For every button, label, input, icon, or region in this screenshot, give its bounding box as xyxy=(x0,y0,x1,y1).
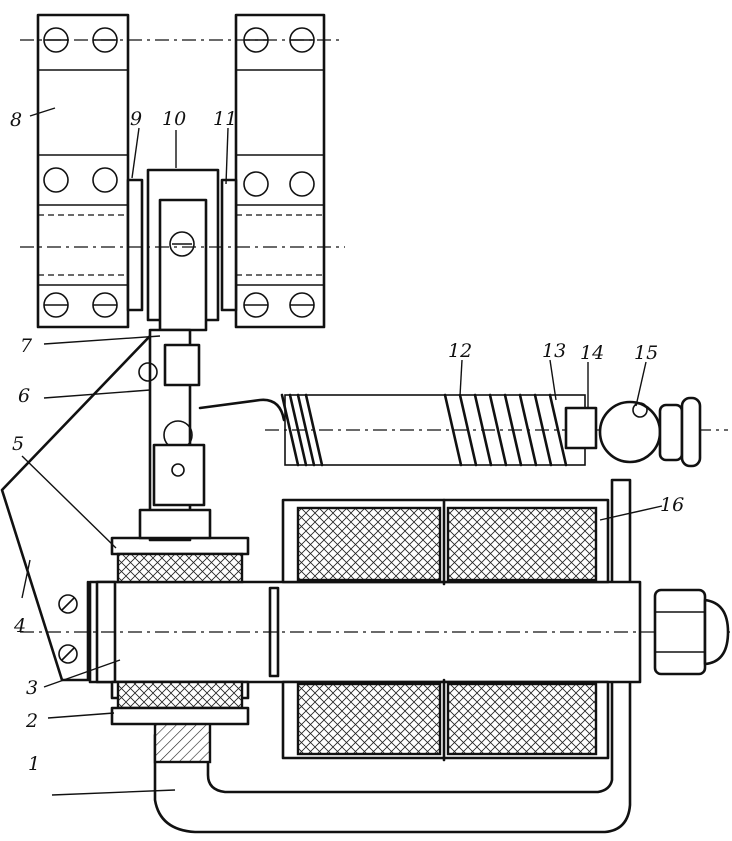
label-5: 5 xyxy=(12,433,24,455)
label-16: 16 xyxy=(660,494,684,516)
label-12: 12 xyxy=(448,340,472,362)
part-labels: 1 2 3 4 5 6 7 8 9 10 11 12 13 14 15 16 xyxy=(10,108,684,775)
label-3: 3 xyxy=(26,677,38,699)
leader-lines xyxy=(21,107,663,796)
main-coil xyxy=(281,498,610,762)
label-11: 11 xyxy=(213,108,237,130)
label-1: 1 xyxy=(28,753,40,775)
right-contact-block xyxy=(20,13,345,329)
label-8: 8 xyxy=(10,109,22,131)
yoke-frame xyxy=(153,478,632,834)
label-14: 14 xyxy=(580,342,604,364)
label-7: 7 xyxy=(20,335,33,357)
label-9: 9 xyxy=(130,108,142,130)
spring-assembly xyxy=(265,393,728,468)
label-10: 10 xyxy=(162,108,186,130)
left-contact-block xyxy=(36,13,144,329)
label-2: 2 xyxy=(25,710,38,732)
label-15: 15 xyxy=(634,342,658,364)
label-13: 13 xyxy=(542,340,566,362)
contact-lever xyxy=(138,168,286,542)
label-4: 4 xyxy=(13,615,26,637)
end-nut xyxy=(653,588,730,676)
left-coil xyxy=(110,536,250,726)
label-6: 6 xyxy=(18,385,30,407)
yoke-section xyxy=(153,720,212,764)
core-shaft xyxy=(20,580,730,684)
